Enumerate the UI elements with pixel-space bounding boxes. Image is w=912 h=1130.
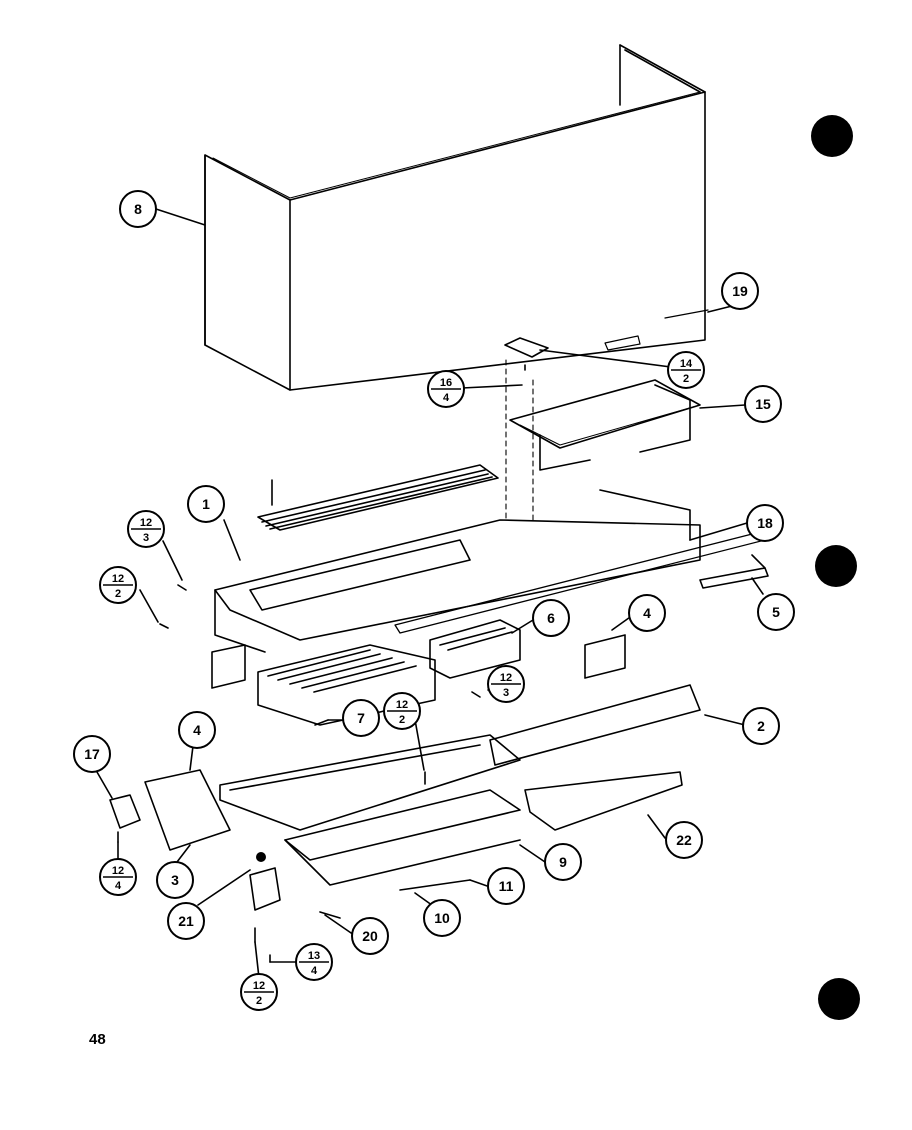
callout-top-label: 12: [112, 865, 124, 877]
base-tray-part: [219, 684, 701, 831]
callout-label-4: 4: [643, 605, 651, 621]
callout-bottom-label: 2: [399, 714, 405, 726]
callout-label-20: 20: [362, 928, 378, 944]
callout-label-10: 10: [434, 910, 450, 926]
callout-label-11: 11: [499, 878, 514, 894]
callout-label-5: 5: [772, 604, 780, 620]
callout-label-1: 1: [202, 496, 210, 512]
callout-top-label: 13: [308, 950, 320, 962]
drain-pan-part: [509, 379, 701, 471]
callout-label-2: 2: [757, 718, 765, 734]
callout-label-19: 19: [732, 283, 748, 299]
callout-label-9: 9: [559, 854, 567, 870]
callout-label-7: 7: [357, 710, 365, 726]
registration-dot: [815, 545, 857, 587]
callout-bottom-label: 4: [311, 965, 318, 977]
page-number: 48: [89, 1031, 106, 1048]
registration-dot: [818, 978, 860, 1020]
callout-top-label: 16: [440, 377, 452, 389]
callout-bottom-label: 3: [143, 532, 149, 544]
callout-bottom-label: 4: [115, 880, 122, 892]
registration-dot: [811, 115, 853, 157]
callout-top-label: 12: [396, 699, 408, 711]
cabinet-wrapper-part: [204, 44, 706, 391]
lower-pan-part: [284, 789, 521, 886]
callout-top-label: 12: [140, 517, 152, 529]
compressor-block-part: [257, 619, 521, 726]
callout-bottom-label: 2: [256, 995, 262, 1007]
callout-bottom-label: 4: [443, 392, 450, 404]
callout-label-3: 3: [171, 872, 179, 888]
callout-label-6: 6: [547, 610, 555, 626]
callout-label-15: 15: [755, 396, 771, 412]
main-tray-part: [214, 489, 701, 653]
callout-label-21: 21: [178, 913, 194, 929]
callout-label-18: 18: [757, 515, 773, 531]
callout-top-label: 12: [500, 672, 512, 684]
callout-label-17: 17: [84, 746, 100, 762]
callout-bottom-label: 2: [115, 588, 121, 600]
callout-label-4: 4: [193, 722, 201, 738]
coil-grille-part: [257, 464, 499, 531]
callout-label-22: 22: [676, 832, 692, 848]
callout-bottom-label: 2: [683, 373, 689, 385]
callout-top-label: 14: [680, 358, 693, 370]
callout-top-label: 12: [112, 573, 124, 585]
plug-part-21: [256, 852, 266, 862]
callout-top-label: 12: [253, 980, 265, 992]
callout-label-8: 8: [134, 201, 142, 217]
callout-bottom-label: 3: [503, 687, 509, 699]
